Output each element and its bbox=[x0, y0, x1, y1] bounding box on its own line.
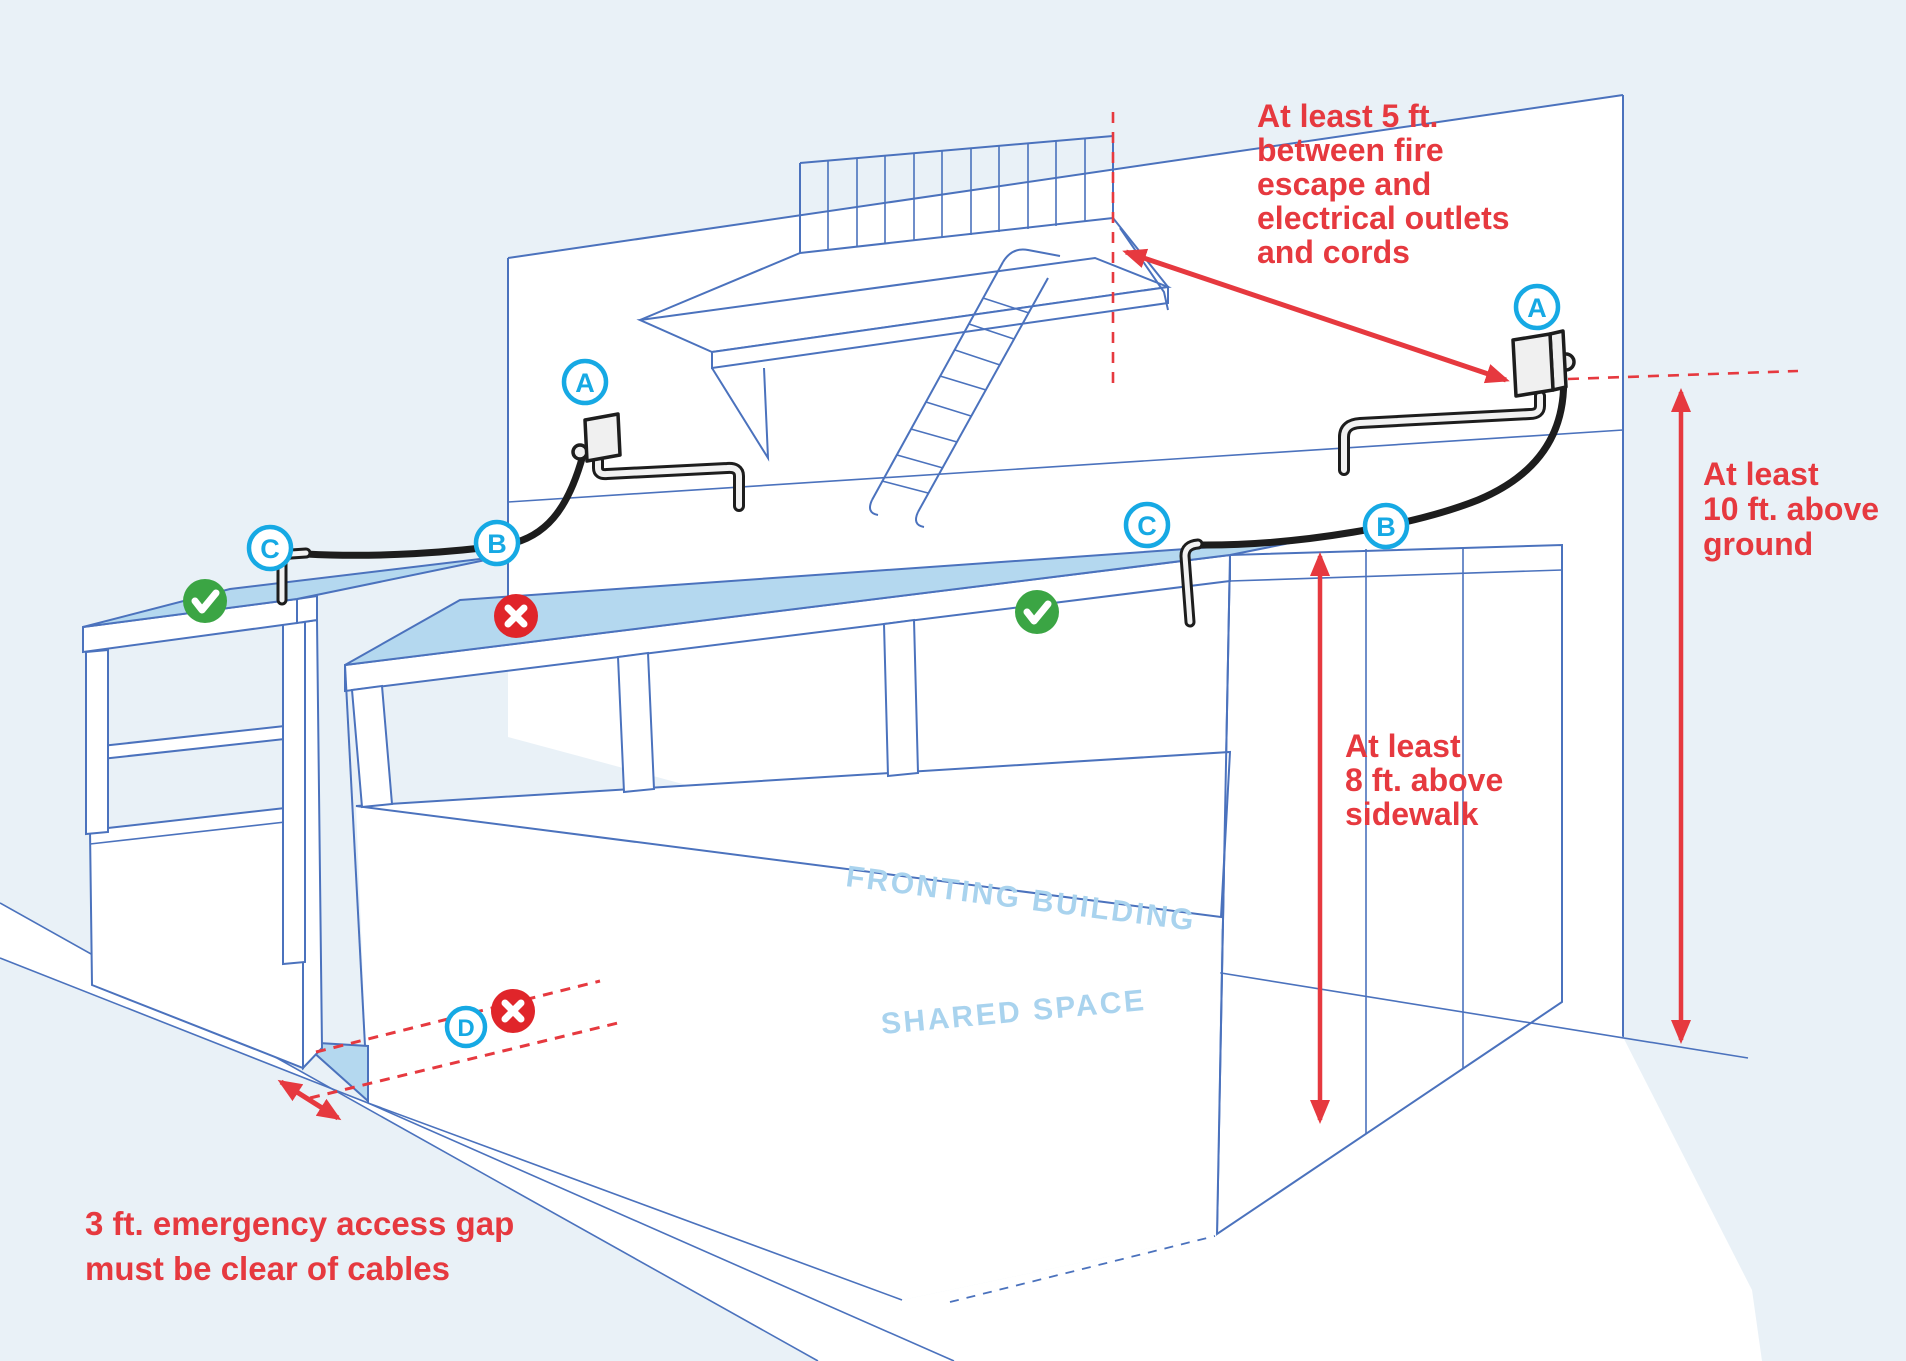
marker-c-letter: C bbox=[260, 534, 280, 564]
left-front-post bbox=[85, 648, 109, 836]
annotation-line: At least bbox=[1345, 728, 1461, 764]
marker-a-left: A bbox=[561, 358, 609, 406]
marker-d-letter: D bbox=[457, 1015, 474, 1042]
check-icon bbox=[183, 579, 227, 623]
ladder-rung bbox=[881, 480, 929, 494]
marker-a-right: A bbox=[1513, 283, 1561, 331]
annotation-line: 3 ft. emergency access gap bbox=[85, 1205, 514, 1242]
outlet-box-right bbox=[1511, 332, 1555, 398]
ladder-foot bbox=[869, 499, 879, 516]
marker-a-letter: A bbox=[575, 368, 595, 398]
annotation-line: escape and bbox=[1257, 166, 1431, 202]
marker-c-left: C bbox=[246, 524, 294, 572]
annotation-ground-clearance: At least 10 ft. above ground bbox=[1703, 456, 1879, 562]
front-post bbox=[882, 618, 920, 778]
gap-width-arrow bbox=[277, 1079, 342, 1121]
front-post bbox=[350, 684, 394, 809]
left-fascia-sliver bbox=[296, 594, 318, 625]
lower-wall-top-line bbox=[89, 819, 304, 845]
front-left-corner-edge bbox=[344, 664, 369, 1104]
marker-c-letter: C bbox=[1137, 511, 1157, 541]
annotation-line: electrical outlets bbox=[1257, 200, 1510, 236]
left-right-post bbox=[282, 620, 306, 966]
marker-b-letter: B bbox=[1376, 512, 1396, 542]
fire-escape-ladder bbox=[869, 248, 1061, 528]
marker-d-circle bbox=[444, 1005, 488, 1049]
ladder-top-hook bbox=[1002, 248, 1061, 263]
outlet-box-left bbox=[583, 412, 622, 463]
check-icon bbox=[1015, 590, 1059, 634]
railing-top-rail bbox=[799, 135, 1114, 164]
annotation-line: ground bbox=[1703, 526, 1813, 562]
electrical-run-right bbox=[1179, 329, 1576, 628]
annotation-line: between fire bbox=[1257, 132, 1444, 168]
deck-left-edge bbox=[639, 252, 801, 321]
marker-d: D bbox=[444, 1005, 488, 1049]
x-icon bbox=[494, 594, 538, 638]
marker-b-left: B bbox=[473, 519, 521, 567]
x-icon-mark bbox=[504, 604, 528, 628]
check-icon-mark bbox=[191, 589, 220, 614]
x-icon bbox=[491, 989, 535, 1033]
annotation-line: At least bbox=[1703, 456, 1819, 492]
ladder-rung bbox=[954, 349, 1001, 366]
status-icons bbox=[183, 579, 1059, 1033]
hidden-base-edge bbox=[949, 1235, 1216, 1303]
ladder-rail bbox=[917, 277, 1049, 513]
marker-c-right: C bbox=[1123, 501, 1171, 549]
annotation-line: must be clear of cables bbox=[85, 1250, 450, 1287]
ladder-rung bbox=[939, 375, 987, 391]
marker-b-circle bbox=[473, 519, 521, 567]
marker-badges: A A B B C C D bbox=[246, 283, 1561, 1049]
deck-left-brace bbox=[711, 367, 770, 462]
annotation-line: At least 5 ft. bbox=[1257, 98, 1438, 134]
marker-b-letter: B bbox=[487, 529, 507, 559]
x-icon-mark bbox=[501, 999, 525, 1023]
railing-bottom-rail bbox=[799, 217, 1114, 254]
annotation-line: and cords bbox=[1257, 234, 1410, 270]
front-post bbox=[616, 651, 656, 794]
conduit-pipe-right-fill bbox=[1341, 393, 1543, 473]
fire-escape bbox=[636, 135, 1172, 528]
marker-a-letter: A bbox=[1527, 293, 1547, 323]
marker-a-circle bbox=[561, 358, 609, 406]
annotation-access-gap: 3 ft. emergency access gap must be clear… bbox=[85, 1205, 514, 1287]
red-annotations: At least 5 ft. between fire escape and e… bbox=[85, 98, 1879, 1287]
power-cable-right bbox=[1194, 364, 1568, 549]
ladder-rung bbox=[982, 297, 1030, 314]
ladder-foot bbox=[915, 511, 925, 528]
wall-band-line bbox=[507, 429, 1624, 503]
wall-top-edge bbox=[507, 94, 1624, 259]
main-dining-structure: FRONTING BUILDING SHARED SPACE bbox=[344, 540, 1749, 1303]
marker-c-circle bbox=[246, 524, 294, 572]
marker-c-circle bbox=[1123, 501, 1171, 549]
annotation-line: 8 ft. above bbox=[1345, 762, 1503, 798]
ladder-rail bbox=[871, 261, 1004, 501]
ladder-rung bbox=[896, 454, 944, 469]
conduit-pipe-left-fill bbox=[595, 458, 742, 509]
front-right-corner-edge bbox=[1216, 554, 1231, 1235]
wall-base-ground-line bbox=[1189, 967, 1749, 1059]
check-icon-mark bbox=[1023, 600, 1052, 625]
side-fascia-line bbox=[1229, 569, 1563, 582]
fire-escape-clearance-arrow bbox=[1122, 248, 1510, 384]
ladder-rung bbox=[925, 401, 972, 417]
ladder-rung bbox=[910, 428, 958, 443]
annotation-line: sidewalk bbox=[1345, 796, 1479, 832]
lower-wall-bottom-edge bbox=[367, 1102, 903, 1301]
left-dining-structure bbox=[82, 555, 506, 1071]
emergency-gap-floor bbox=[299, 1040, 369, 1104]
marker-b-circle bbox=[1362, 502, 1410, 550]
marker-b-right: B bbox=[1362, 502, 1410, 550]
cable-drop-conduit-right-fill bbox=[1182, 541, 1201, 625]
annotation-sidewalk-clearance: At least 8 ft. above sidewalk bbox=[1345, 728, 1503, 832]
marker-a-circle bbox=[1513, 283, 1561, 331]
ladder-rung bbox=[968, 323, 1015, 340]
structure-lower-wall bbox=[356, 806, 1221, 1300]
annotation-fire-escape-clearance: At least 5 ft. between fire escape and e… bbox=[1257, 98, 1510, 270]
annotation-line: 10 ft. above bbox=[1703, 491, 1879, 527]
sidewalk-right-face bbox=[368, 1002, 1762, 1361]
left-structure-lower-wall bbox=[88, 804, 304, 1070]
